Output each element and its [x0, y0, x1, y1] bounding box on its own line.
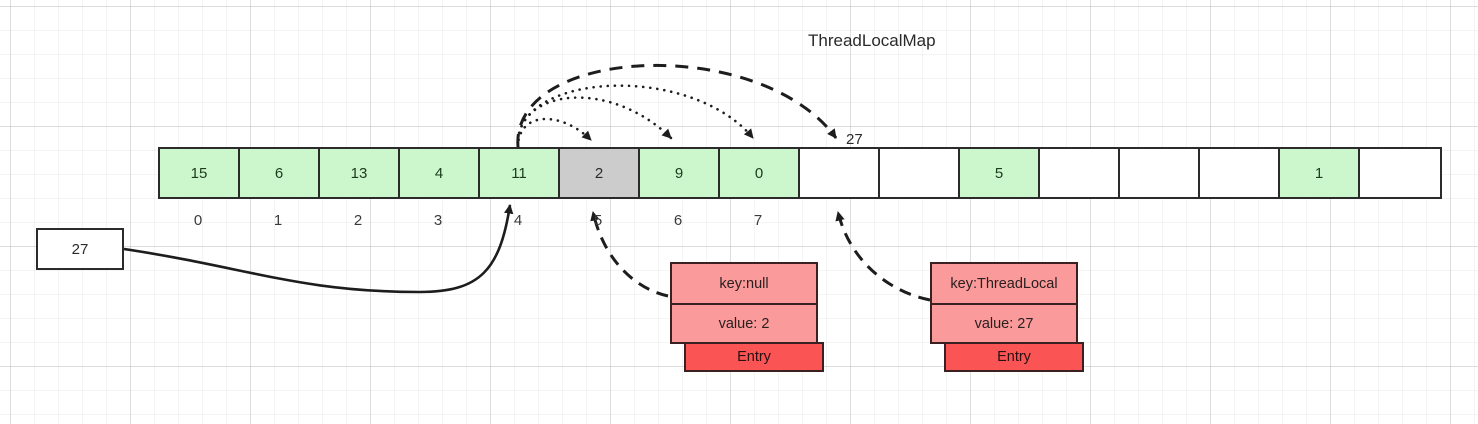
table-slot-value: 13	[350, 164, 368, 182]
entry-type-label: Entry	[684, 342, 824, 372]
slot-index-label: 2	[353, 212, 363, 229]
slot-index-label: 1	[273, 212, 283, 229]
entry-value-row: value: 2	[670, 303, 818, 344]
table-slot-value: 15	[190, 164, 208, 182]
table-slot-value: 0	[754, 164, 764, 182]
slot-index-label: 5	[593, 212, 603, 229]
table-slot-value: 5	[994, 164, 1004, 182]
source-value-box: 27	[36, 228, 124, 270]
table-slot: 5	[960, 149, 1040, 197]
threadlocalmap-table: 15 6 13 4 11 2 9 0 5 1	[158, 147, 1442, 199]
table-slot: 4	[400, 149, 480, 197]
table-slot-value: 11	[511, 164, 527, 182]
table-slot: 6	[240, 149, 320, 197]
entry-box-threadlocal: key:ThreadLocal value: 27 Entry	[930, 262, 1084, 372]
entry-value-row: value: 27	[930, 303, 1078, 344]
table-slot-value: 4	[434, 164, 444, 182]
table-slot	[1200, 149, 1280, 197]
page-title: ThreadLocalMap	[808, 31, 936, 50]
table-slot: 13	[320, 149, 400, 197]
slot-index-label: 6	[673, 212, 683, 229]
table-slot-value: 6	[274, 164, 284, 182]
slot-index-label: 4	[513, 212, 523, 229]
insert-hash-label: 27	[846, 131, 863, 148]
slot-index-label: 0	[193, 212, 203, 229]
source-value-text: 27	[71, 240, 89, 258]
table-slot	[880, 149, 960, 197]
entry-type-label: Entry	[944, 342, 1084, 372]
slot-index-label: 7	[753, 212, 763, 229]
table-slot: 1	[1280, 149, 1360, 197]
table-slot	[1360, 149, 1440, 197]
entry-key-row: key:null	[670, 262, 818, 303]
table-slot: 9	[640, 149, 720, 197]
table-slot-value: 9	[674, 164, 684, 182]
insert-arc-4-to-8	[516, 64, 838, 148]
probe-arc-4-to-7	[516, 84, 755, 149]
table-slot: 0	[720, 149, 800, 197]
link-entry-threadlocal-to-slot8	[835, 211, 931, 302]
slot-index-label: 3	[433, 212, 443, 229]
connector-source-to-slot4	[123, 204, 514, 294]
table-slot	[1040, 149, 1120, 197]
table-slot: 15	[160, 149, 240, 197]
table-slot: 11	[480, 149, 560, 197]
probe-arc-4-to-5	[516, 117, 593, 149]
table-slot-value: 1	[1314, 164, 1324, 182]
table-slot	[800, 149, 880, 197]
entry-box-stale: key:null value: 2 Entry	[670, 262, 824, 372]
table-slot: 2	[560, 149, 640, 197]
link-entry-null-to-slot5	[590, 211, 669, 298]
entry-key-row: key:ThreadLocal	[930, 262, 1078, 303]
table-slot-value: 2	[594, 164, 604, 182]
table-slot	[1120, 149, 1200, 197]
